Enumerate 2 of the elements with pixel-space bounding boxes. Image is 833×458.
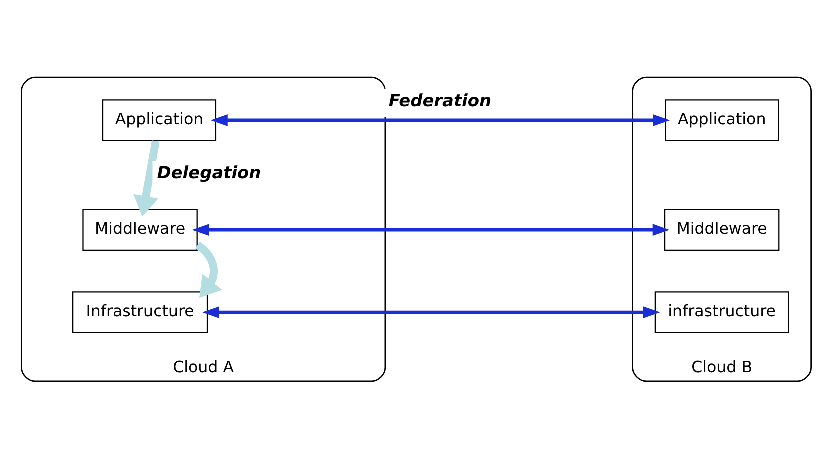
edge-label: Delegation: [157, 162, 262, 182]
edge-label: Federation: [388, 90, 492, 110]
